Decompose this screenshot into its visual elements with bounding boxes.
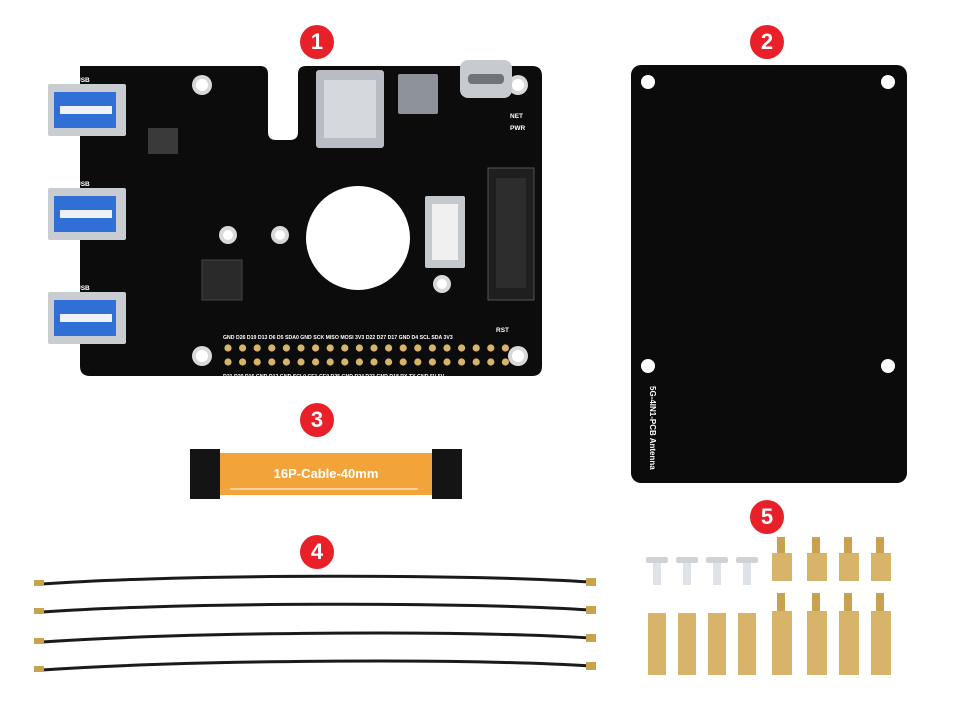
badge-1: 1 <box>300 25 334 59</box>
gpio-pin <box>268 344 276 352</box>
gpio-pin <box>487 358 495 366</box>
ipex-cable <box>34 659 596 672</box>
badge-3: 3 <box>300 403 334 437</box>
gpio-pin <box>458 344 466 352</box>
badge-2: 2 <box>750 25 784 59</box>
badge-4: 4 <box>300 535 334 569</box>
short-standoff <box>772 537 792 581</box>
ipex-cable <box>34 574 596 586</box>
gpio-pin <box>312 358 320 366</box>
screw <box>706 557 728 585</box>
long-standoff <box>678 613 696 675</box>
gpio-bottom-labels: D21 D20 D16 GND D12 GND SCL0 CE1 CE0 D25… <box>223 374 445 380</box>
long-standoff <box>807 593 827 675</box>
expansion-board: USB USB USB NET PWR RST GND D26 D19 D13 … <box>48 60 542 380</box>
gpio-pin <box>282 344 290 352</box>
screws-and-standoffs <box>646 537 891 675</box>
long-standoff <box>772 593 792 675</box>
gpio-pin <box>370 358 378 366</box>
gpio-pin <box>501 344 509 352</box>
module-chip <box>398 74 438 114</box>
usb-port <box>48 188 126 240</box>
gpio-pin <box>239 358 247 366</box>
gpio-pin <box>239 344 247 352</box>
pcb-antenna: 5G-4IN1-PCB Antenna <box>631 65 907 483</box>
gpio-top-labels: GND D26 D19 D13 D6 D5 SDA0 GND SCK MISO … <box>223 335 453 341</box>
pwr-label: PWR <box>510 125 525 132</box>
long-standoff <box>871 593 891 675</box>
antenna-label: 5G-4IN1-PCB Antenna <box>648 386 657 470</box>
gpio-pin <box>224 344 232 352</box>
fan-cutout <box>306 186 410 290</box>
gpio-pin <box>253 344 261 352</box>
usb-label: USB <box>76 285 90 292</box>
gpio-pin <box>297 358 305 366</box>
cable-label: 16P-Cable-40mm <box>274 466 379 481</box>
gpio-pin <box>414 344 422 352</box>
short-standoff <box>871 537 891 581</box>
net-label: NET <box>510 113 523 120</box>
gpio-pin <box>341 358 349 366</box>
gpio-pin <box>326 358 334 366</box>
ipex-cables <box>34 574 596 672</box>
gpio-pin <box>253 358 261 366</box>
gpio-pin <box>312 344 320 352</box>
gpio-pin <box>282 358 290 366</box>
gpio-pin <box>443 344 451 352</box>
gpio-pin <box>326 344 334 352</box>
ipex-cable <box>34 631 596 644</box>
short-standoff <box>807 537 827 581</box>
gpio-pin <box>297 344 305 352</box>
long-standoff <box>839 593 859 675</box>
long-standoff <box>648 613 666 675</box>
gpio-pin <box>355 344 363 352</box>
gpio-pin <box>472 358 480 366</box>
gpio-pin <box>458 358 466 366</box>
gpio-pin <box>428 344 436 352</box>
usb-port <box>48 84 126 136</box>
badge-5: 5 <box>750 500 784 534</box>
gpio-pin <box>487 344 495 352</box>
long-standoff <box>738 613 756 675</box>
gpio-pin <box>501 358 509 366</box>
usb-label: USB <box>76 181 90 188</box>
screw <box>646 557 668 585</box>
gpio-pin <box>399 344 407 352</box>
gpio-header <box>224 344 509 366</box>
gpio-pin <box>341 344 349 352</box>
long-standoff <box>708 613 726 675</box>
gpio-pin <box>355 358 363 366</box>
gpio-pin <box>224 358 232 366</box>
gpio-pin <box>399 358 407 366</box>
ipex-cable <box>34 602 596 614</box>
usb-label: USB <box>76 77 90 84</box>
main-ic <box>201 259 243 301</box>
rst-label: RST <box>496 327 509 334</box>
gpio-pin <box>370 344 378 352</box>
short-standoff <box>839 537 859 581</box>
gpio-pin <box>385 344 393 352</box>
screw <box>676 557 698 585</box>
gpio-pin <box>443 358 451 366</box>
gpio-pin <box>268 358 276 366</box>
gpio-pin <box>472 344 480 352</box>
gpio-pin <box>428 358 436 366</box>
screw <box>736 557 758 585</box>
gpio-pin <box>385 358 393 366</box>
gpio-pin <box>414 358 422 366</box>
usb-port <box>48 292 126 344</box>
fpc-cable: 16P-Cable-40mm <box>190 449 462 499</box>
